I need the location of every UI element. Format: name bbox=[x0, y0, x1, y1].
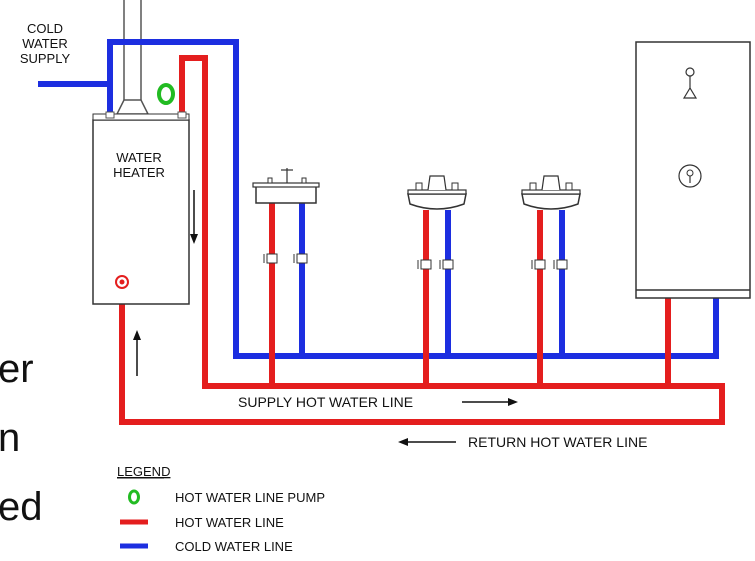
supply-hot-water-line-label: SUPPLY HOT WATER LINE bbox=[238, 394, 413, 410]
title-fragment-1: er bbox=[0, 347, 34, 391]
return-hot-water-line-label: RETURN HOT WATER LINE bbox=[468, 434, 647, 450]
basin-fixture-2-icon bbox=[521, 175, 581, 210]
water-heater-label-line2: HEATER bbox=[113, 165, 165, 180]
cold-supply-label-line2: WATER bbox=[22, 36, 68, 51]
cold-water-lines bbox=[38, 39, 719, 359]
valve-icons bbox=[263, 253, 568, 270]
flow-arrow-up-icon bbox=[133, 330, 141, 376]
legend-hot-label: HOT WATER LINE bbox=[175, 515, 284, 530]
legend: LEGEND HOT WATER LINE PUMP HOT WATER LIN… bbox=[117, 464, 325, 554]
arrow-left-icon bbox=[398, 438, 456, 446]
legend-pump-icon bbox=[128, 489, 140, 505]
legend-title: LEGEND bbox=[117, 464, 170, 479]
water-heater-label-line1: WATER bbox=[116, 150, 162, 165]
water-heater: WATER HEATER bbox=[92, 111, 190, 305]
cold-supply-label-line3: SUPPLY bbox=[20, 51, 71, 66]
title-fragment-3: ed bbox=[0, 485, 43, 529]
pump-icon bbox=[157, 83, 175, 105]
legend-cold-label: COLD WATER LINE bbox=[175, 539, 293, 554]
title-fragment-2: n bbox=[0, 416, 20, 460]
flue-pipe bbox=[115, 0, 150, 115]
basin-fixture-1-icon bbox=[407, 175, 467, 210]
hot-water-lines bbox=[119, 55, 725, 425]
sink-fixture-icon bbox=[252, 168, 320, 204]
flow-arrow-down-icon bbox=[190, 190, 198, 244]
legend-pump-label: HOT WATER LINE PUMP bbox=[175, 490, 325, 505]
shower-fixture-icon bbox=[635, 41, 751, 299]
arrow-right-icon bbox=[462, 398, 518, 406]
cold-supply-label-line1: COLD bbox=[27, 21, 63, 36]
